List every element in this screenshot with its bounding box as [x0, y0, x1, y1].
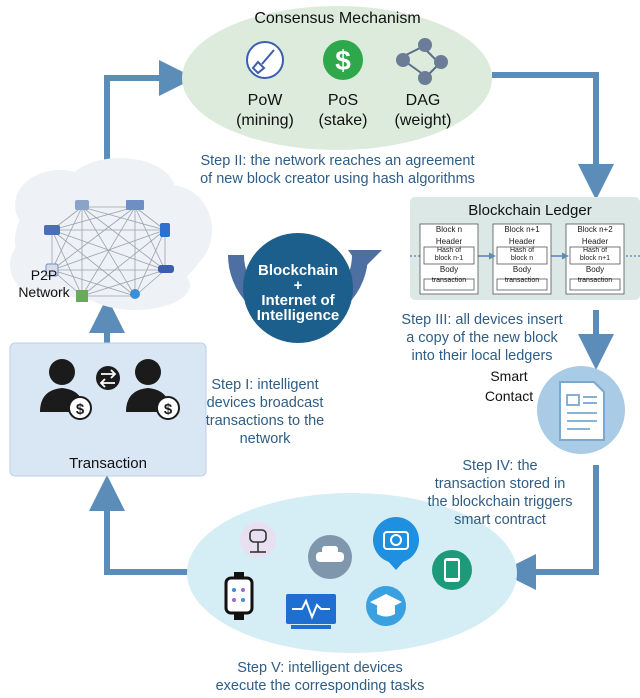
block-header: Header: [508, 237, 536, 246]
p2p-cloud: [10, 158, 212, 310]
center-line: +: [293, 277, 303, 294]
step-1-text: Step I: intelligent devices broadcast tr…: [185, 376, 345, 448]
arrow-consensus-to-ledger: [492, 72, 614, 200]
svg-text:$: $: [164, 401, 173, 418]
step-line: Step III: all devices insert: [401, 312, 563, 328]
tractor-icon: [75, 200, 89, 210]
step-line: devices broadcast: [206, 395, 324, 411]
step-line: execute the corresponding tasks: [215, 678, 425, 694]
block-body: Body: [585, 265, 605, 274]
arrow-contract-to-devices: [500, 465, 599, 590]
truck-icon: [126, 200, 144, 210]
block-hash: block n-1: [434, 255, 464, 262]
arrow-p2p-to-consensus: [104, 60, 195, 165]
block-body: Body: [439, 265, 459, 274]
smart-contract-label: Smart Contact: [476, 366, 542, 406]
shovel-icon: [246, 41, 284, 79]
step-line: Step IV: the: [462, 458, 538, 474]
smartwatch-icon: [224, 572, 254, 620]
step-line: transactions to the: [205, 413, 325, 429]
dollar-icon: $: [323, 40, 363, 80]
ledger-block-n: Block n Header Hash of block n-1 Body tr…: [420, 225, 478, 285]
block-hash: Hash of: [509, 247, 535, 254]
block-name: Block n+1: [504, 225, 540, 234]
consensus-item-pow: PoW (mining): [228, 91, 302, 131]
camera-icon: [373, 517, 419, 570]
smart-contract-line: Smart: [490, 368, 528, 384]
block-body: Body: [512, 265, 532, 274]
step-line: the blockchain triggers: [427, 494, 573, 510]
center-label: Blockchain + Internet of Intelligence: [246, 263, 350, 323]
consensus-item-sub: (stake): [318, 112, 368, 129]
step-line: of new block creator using hash algorith…: [200, 171, 475, 187]
center-line: Intelligence: [256, 307, 340, 324]
ledger-title: Blockchain Ledger: [468, 202, 592, 219]
transaction-label: Transaction: [69, 455, 147, 472]
center-circle: [243, 233, 353, 343]
washer-icon: [45, 263, 59, 277]
person-icon: [130, 289, 140, 299]
car-icon: [158, 265, 174, 273]
block-hash: block n: [510, 255, 534, 262]
p2p-device-icons: [44, 200, 174, 302]
svg-text:$: $: [335, 45, 351, 76]
center-line: Internet of: [261, 292, 335, 309]
block-transaction: transaction: [577, 277, 613, 284]
block-name: Block n: [435, 225, 463, 234]
consensus-item-pos: PoS (stake): [307, 91, 379, 131]
consensus-title: Consensus Mechanism: [254, 10, 421, 27]
step-line: Step II: the network reaches an agreemen…: [200, 153, 475, 169]
machine-icon: [44, 225, 60, 235]
ledger-blocks: [419, 223, 625, 295]
p2p-line: Network: [18, 284, 70, 300]
step-5-text: Step V: intelligent devices execute the …: [180, 659, 460, 695]
block-name: Block n+2: [577, 225, 613, 234]
consensus-item-name: DAG: [405, 92, 441, 109]
step-line: network: [239, 431, 291, 447]
step-line: Step V: intelligent devices: [237, 660, 403, 676]
heartbeat-monitor-icon: [286, 594, 336, 629]
consensus-item-sub: (mining): [236, 112, 294, 129]
center-line: Blockchain: [257, 262, 339, 279]
step-line: a copy of the new block: [406, 330, 558, 346]
step-line: into their local ledgers: [411, 348, 553, 364]
step-3-text: Step III: all devices insert a copy of t…: [382, 311, 582, 365]
block-hash: block n+1: [579, 255, 611, 262]
block-hash: Hash of: [582, 247, 608, 254]
building-icon: [76, 290, 88, 302]
step-4-text: Step IV: the transaction stored in the b…: [402, 457, 598, 529]
step-line: transaction stored in: [434, 476, 566, 492]
consensus-item-sub: (weight): [394, 112, 452, 129]
exchange-icon: [96, 366, 120, 390]
graduation-cap-icon: [366, 586, 406, 626]
robot-icon: [240, 522, 276, 558]
document-icon: [537, 366, 625, 454]
block-hash: Hash of: [436, 247, 462, 254]
consensus-item-dag: DAG (weight): [383, 91, 463, 131]
car-icon: [308, 535, 352, 579]
person-money-icon: $: [126, 359, 180, 420]
consensus-item-name: PoW: [247, 92, 283, 109]
block-header: Header: [435, 237, 463, 246]
consensus-item-name: PoS: [327, 92, 359, 109]
block-header: Header: [581, 237, 609, 246]
step-2-text: Step II: the network reaches an agreemen…: [160, 152, 515, 188]
p2p-label: P2P Network: [14, 267, 74, 301]
ledger-block-n1: Block n+1 Header Hash of block n Body tr…: [493, 225, 551, 285]
step-line: smart contract: [454, 512, 546, 528]
person-money-icon: $: [40, 359, 92, 420]
ledger-block-n2: Block n+2 Header Hash of block n+1 Body …: [566, 225, 624, 285]
p2p-line: P2P: [30, 267, 58, 283]
tablet-icon: [160, 223, 170, 237]
smart-contract-line: Contact: [484, 388, 534, 404]
phone-icon: [432, 550, 472, 590]
svg-text:$: $: [76, 401, 85, 418]
graph-icon: [396, 38, 448, 85]
arrow-devices-to-transaction: [89, 475, 190, 575]
step-line: Step I: intelligent: [211, 377, 319, 393]
block-transaction: transaction: [431, 277, 467, 284]
block-transaction: transaction: [504, 277, 540, 284]
